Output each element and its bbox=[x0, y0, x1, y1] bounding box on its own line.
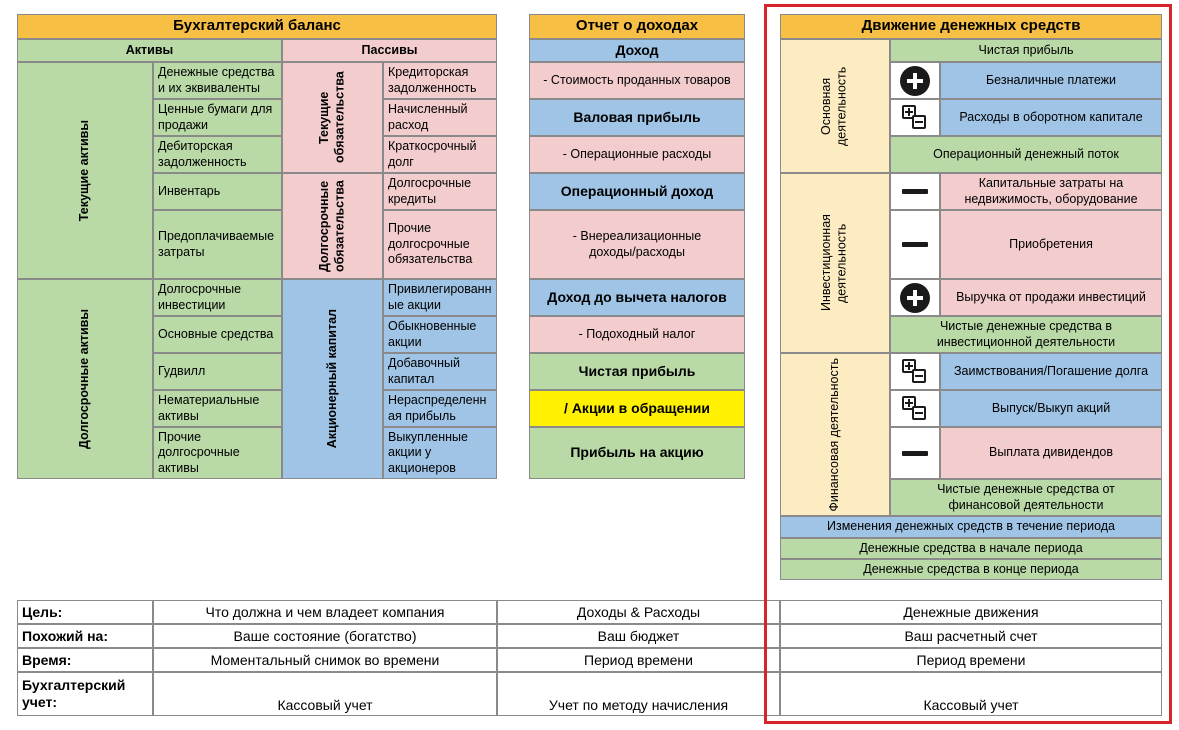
minus-icon bbox=[890, 173, 940, 210]
longterm-liabilities-group: Долгосрочные обязательства bbox=[282, 173, 383, 279]
cf-operating-total: Операционный денежный поток bbox=[890, 136, 1162, 173]
cashflow-highlight-frame bbox=[764, 4, 1172, 724]
compare-label: Похожий на: bbox=[17, 624, 153, 648]
compare-cash: Кассовый учет bbox=[780, 672, 1162, 716]
current-assets-group: Текущие активы bbox=[17, 62, 153, 279]
cf-acquisitions: Приобретения bbox=[940, 210, 1162, 279]
compare-income: Учет по методу начисления bbox=[497, 672, 780, 716]
asset-item: Денежные средства и их эквиваленты bbox=[153, 62, 282, 99]
compare-cash: Денежные движения bbox=[780, 600, 1162, 624]
income-revenue: Доход bbox=[529, 39, 745, 62]
compare-balance: Моментальный снимок во времени bbox=[153, 648, 497, 672]
investing-group: Инвестиционная деятельность bbox=[780, 173, 890, 353]
liability-item: Прочие долгосрочные обязательства bbox=[383, 210, 497, 279]
cf-shares: Выпуск/Выкуп акций bbox=[940, 390, 1162, 427]
asset-item: Дебиторская задолженность bbox=[153, 136, 282, 173]
compare-balance: Ваше состояние (богатство) bbox=[153, 624, 497, 648]
equity-label: Акционерный капитал bbox=[324, 309, 339, 449]
cashflow-title: Движение денежных средств bbox=[780, 14, 1162, 39]
cf-dividends: Выплата дивидендов bbox=[940, 427, 1162, 479]
current-liabilities-group: Текущие обязательства bbox=[282, 62, 383, 173]
liabilities-header: Пассивы bbox=[282, 39, 497, 62]
assets-header: Активы bbox=[17, 39, 282, 62]
asset-item: Предоплачиваемые затраты bbox=[153, 210, 282, 279]
income-net: Чистая прибыль bbox=[529, 353, 745, 390]
compare-income: Ваш бюджет bbox=[497, 624, 780, 648]
liability-item: Начисленный расход bbox=[383, 99, 497, 136]
asset-item: Ценные бумаги для продажи bbox=[153, 99, 282, 136]
operating-group: Основная деятельность bbox=[780, 39, 890, 173]
cf-financing-total: Чистые денежные средства от финансовой д… bbox=[890, 479, 1162, 516]
asset-item: Долгосрочные инвестиции bbox=[153, 279, 282, 316]
income-nonoperating: - Внереализационные доходы/расходы bbox=[529, 210, 745, 279]
compare-income: Доходы & Расходы bbox=[497, 600, 780, 624]
current-liabilities-label: Текущие обязательства bbox=[316, 71, 347, 164]
compare-income: Период времени bbox=[497, 648, 780, 672]
income-cogs: - Стоимость проданных товаров bbox=[529, 62, 745, 99]
minus-icon bbox=[890, 427, 940, 479]
compare-cash: Ваш расчетный счет bbox=[780, 624, 1162, 648]
cf-net-income: Чистая прибыль bbox=[890, 39, 1162, 62]
income-tax: - Подоходный налог bbox=[529, 316, 745, 353]
income-eps: Прибыль на акцию bbox=[529, 427, 745, 479]
cf-noncash: Безналичные платежи bbox=[940, 62, 1162, 99]
income-shares-outstanding: / Акции в обращении bbox=[529, 390, 745, 427]
liability-item: Долгосрочные кредиты bbox=[383, 173, 497, 210]
cf-begin: Денежные средства в начале периода bbox=[780, 538, 1162, 559]
equity-item: Нераспределенн ая прибыль bbox=[383, 390, 497, 427]
cf-capex: Капитальные затраты на недвижимость, обо… bbox=[940, 173, 1162, 210]
income-title: Отчет о доходах bbox=[529, 14, 745, 39]
cf-investment-sale: Выручка от продажи инвестиций bbox=[940, 279, 1162, 316]
asset-item: Инвентарь bbox=[153, 173, 282, 210]
compare-balance: Кассовый учет bbox=[153, 672, 497, 716]
income-operating-income: Операционный доход bbox=[529, 173, 745, 210]
equity-group: Акционерный капитал bbox=[282, 279, 383, 479]
compare-cash: Период времени bbox=[780, 648, 1162, 672]
asset-item: Основные средства bbox=[153, 316, 282, 353]
current-assets-label: Текущие активы bbox=[77, 119, 92, 222]
compare-label: Бухгалтерский учет: bbox=[17, 672, 153, 716]
cf-debt: Заимствования/Погашение долга bbox=[940, 353, 1162, 390]
minus-icon bbox=[890, 210, 940, 279]
longterm-liabilities-label: Долгосрочные обязательства bbox=[316, 180, 347, 272]
asset-item: Прочие долгосрочные активы bbox=[153, 427, 282, 479]
longterm-assets-label: Долгосрочные активы bbox=[77, 308, 92, 450]
longterm-assets-group: Долгосрочные активы bbox=[17, 279, 153, 479]
plus-minus-icon bbox=[890, 99, 940, 136]
compare-balance: Что должна и чем владеет компания bbox=[153, 600, 497, 624]
equity-item: Обыкновенные акции bbox=[383, 316, 497, 353]
income-pretax: Доход до вычета налогов bbox=[529, 279, 745, 316]
income-opex: - Операционные расходы bbox=[529, 136, 745, 173]
plus-circle-icon bbox=[890, 62, 940, 99]
equity-item: Привилегированн ые акции bbox=[383, 279, 497, 316]
asset-item: Гудвилл bbox=[153, 353, 282, 390]
compare-label: Цель: bbox=[17, 600, 153, 624]
cf-change: Изменения денежных средств в течение пер… bbox=[780, 516, 1162, 538]
cf-investing-total: Чистые денежные средства в инвестиционно… bbox=[890, 316, 1162, 353]
equity-item: Выкупленные акции у акционеров bbox=[383, 427, 497, 479]
cf-end: Денежные средства в конце периода bbox=[780, 559, 1162, 580]
liability-item: Краткосрочный долг bbox=[383, 136, 497, 173]
plus-circle-icon bbox=[890, 279, 940, 316]
financing-group: Финансовая деятельность bbox=[780, 353, 890, 516]
liability-item: Кредиторская задолженность bbox=[383, 62, 497, 99]
balance-title: Бухгалтерский баланс bbox=[17, 14, 497, 39]
equity-item: Добавочный капитал bbox=[383, 353, 497, 390]
compare-label: Время: bbox=[17, 648, 153, 672]
income-gross-profit: Валовая прибыль bbox=[529, 99, 745, 136]
cf-working-capital: Расходы в оборотном капитале bbox=[940, 99, 1162, 136]
plus-minus-icon bbox=[890, 353, 940, 390]
plus-minus-icon bbox=[890, 390, 940, 427]
asset-item: Нематериальные активы bbox=[153, 390, 282, 427]
